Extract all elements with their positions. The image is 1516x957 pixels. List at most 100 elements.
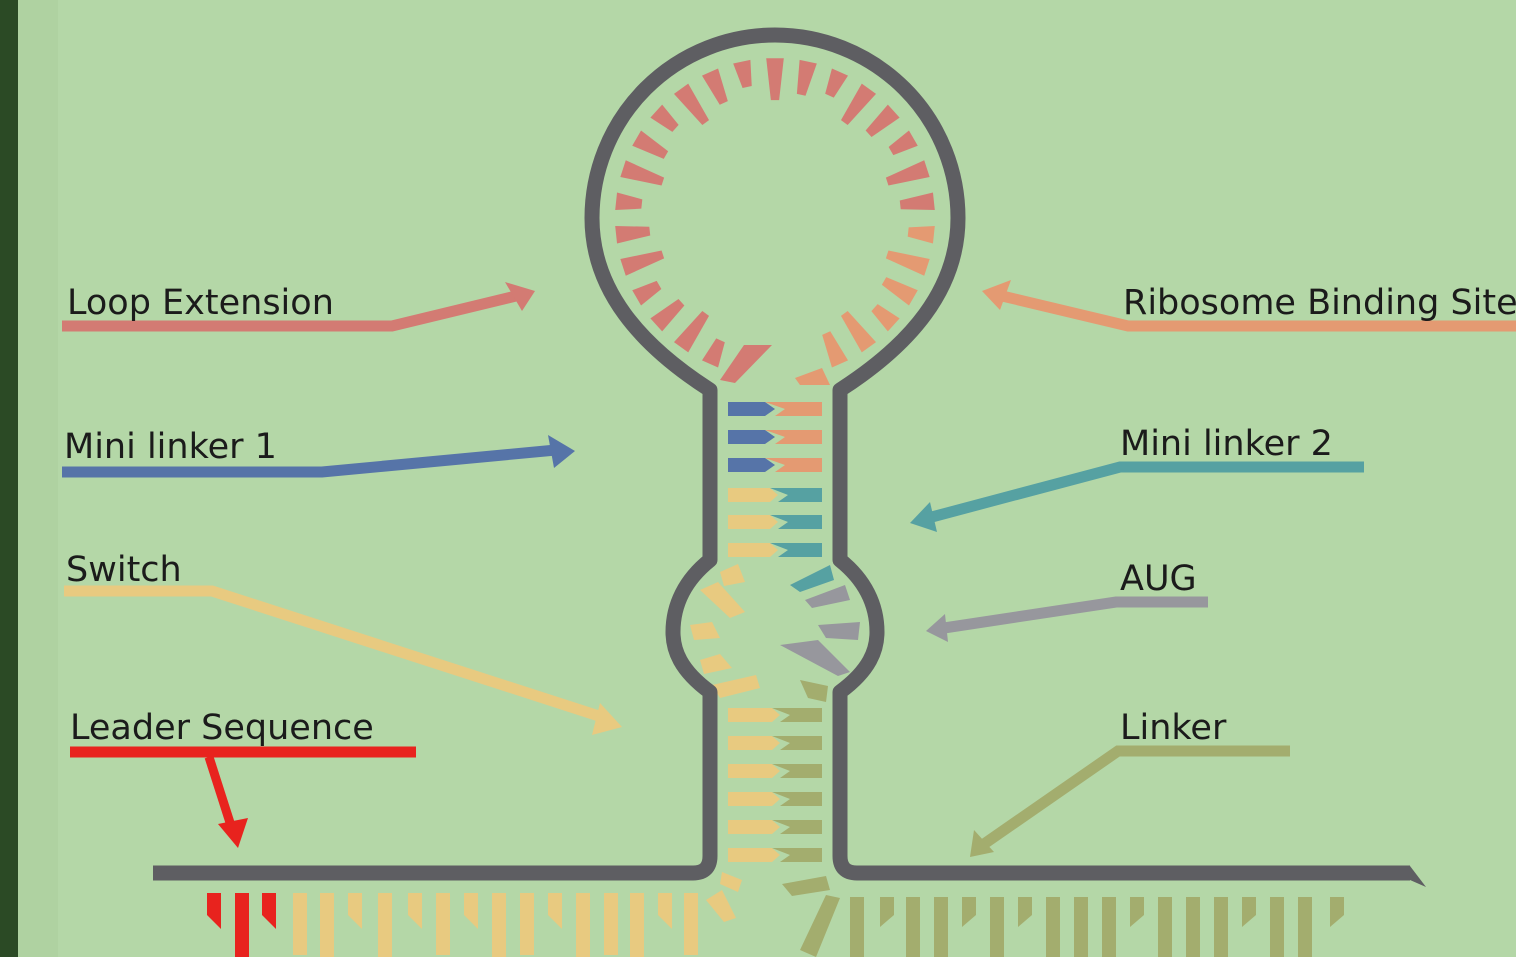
backbone-right-end <box>1410 866 1426 887</box>
loop-base <box>702 338 725 367</box>
loop-base <box>871 304 899 331</box>
left-frame-shadow <box>18 0 58 957</box>
strand-base <box>1074 897 1088 957</box>
strand-base <box>262 893 276 929</box>
strand-base <box>1102 897 1116 957</box>
stem-base-left <box>728 458 775 472</box>
loop-base <box>615 226 650 243</box>
stem-base-left <box>728 430 775 444</box>
strand-base <box>576 893 590 957</box>
strand-base <box>906 897 920 957</box>
bulge-base <box>720 564 745 586</box>
mini-linker-2-label: Mini linker 2 <box>1120 424 1333 464</box>
stem-base-left <box>728 736 780 750</box>
loop-base <box>702 68 728 104</box>
strand-base <box>990 897 1004 957</box>
bulge-base <box>818 622 860 640</box>
strand-base <box>630 893 644 957</box>
annotation-aug: AUG <box>926 559 1208 642</box>
strand-base <box>1158 897 1172 957</box>
strand-base <box>464 893 478 929</box>
strand-base <box>604 893 618 955</box>
annotation-loop-extension: Loop Extension <box>62 282 535 326</box>
nucleotide-bases <box>207 58 1344 957</box>
strand-base <box>293 893 307 955</box>
loop-base <box>900 193 935 210</box>
left-frame-bar <box>0 0 18 957</box>
mini-linker-2-arrow-icon <box>910 502 937 532</box>
strand-base <box>1214 897 1228 957</box>
loop-base <box>841 84 876 125</box>
stem-base-left <box>728 764 780 778</box>
leader-sequence-label: Leader Sequence <box>70 708 374 748</box>
strand-base <box>1330 897 1344 927</box>
loop-base <box>797 60 817 96</box>
stem-base-left <box>728 515 778 529</box>
bulge-base <box>712 675 760 698</box>
strand-base <box>684 893 698 955</box>
strand-base <box>235 893 249 957</box>
bulge-base <box>790 565 834 592</box>
strand-base <box>1242 897 1256 927</box>
strand-base <box>520 893 534 955</box>
loop-base <box>650 299 684 331</box>
strand-base <box>880 897 894 927</box>
loop-base <box>886 251 930 276</box>
strand-base <box>1186 897 1200 957</box>
loop-base <box>825 68 848 97</box>
loop-base <box>674 84 709 125</box>
loop-base <box>866 105 900 137</box>
stem-base-left <box>728 848 780 862</box>
linker-label: Linker <box>1120 708 1227 748</box>
strand-base <box>1298 897 1312 957</box>
loop-base <box>882 277 918 305</box>
strand-base <box>436 893 450 955</box>
bulge-base <box>780 640 850 676</box>
strand-base <box>492 893 506 957</box>
stem-base-left <box>728 708 780 722</box>
mini-linker-1-arrow-icon <box>548 435 575 468</box>
strand-base <box>1270 897 1284 957</box>
annotation-linker: Linker <box>970 708 1290 857</box>
loop-base <box>886 160 930 185</box>
strand-base <box>320 893 334 957</box>
loop-extension-label: Loop Extension <box>67 283 334 323</box>
loop-base <box>795 368 830 385</box>
strand-base <box>800 895 840 957</box>
stem-base-left <box>720 872 742 892</box>
strand-base <box>378 893 392 957</box>
loop-base <box>822 331 848 367</box>
strand-base <box>408 893 422 929</box>
bulge-base <box>690 622 720 640</box>
loop-base <box>889 131 918 156</box>
strand-base <box>348 893 362 929</box>
strand-base <box>850 897 864 957</box>
loop-base <box>674 311 709 352</box>
annotation-mini-linker-2: Mini linker 2 <box>910 424 1364 532</box>
ribosome-binding-site-label: Ribosome Binding Site <box>1123 283 1516 323</box>
loop-base <box>632 281 661 306</box>
bulge-base <box>805 585 850 608</box>
bulge-base <box>700 582 745 618</box>
strand-base <box>1018 897 1032 927</box>
bulge-base <box>700 654 732 674</box>
loop-base <box>733 60 752 88</box>
loop-base <box>841 311 876 352</box>
stem-base-left <box>728 820 780 834</box>
leader-sequence-arrow-icon <box>218 818 248 848</box>
loop-base <box>766 58 784 100</box>
aug-label: AUG <box>1120 559 1197 599</box>
aug-arrow-icon <box>926 614 948 642</box>
annotation-leader-sequence: Leader Sequence <box>70 708 416 848</box>
mini-linker-1-label: Mini linker 1 <box>64 427 277 467</box>
strand-base <box>207 893 221 929</box>
strand-base <box>934 897 948 957</box>
loop-base <box>632 131 668 159</box>
strand-base <box>548 893 562 929</box>
loop-base <box>620 251 664 276</box>
loop-base <box>615 193 642 210</box>
stem-base-left <box>728 543 778 557</box>
annotation-mini-linker-1: Mini linker 1 <box>62 427 575 472</box>
stem-base-left <box>728 402 775 416</box>
stem-base-right <box>782 876 830 896</box>
